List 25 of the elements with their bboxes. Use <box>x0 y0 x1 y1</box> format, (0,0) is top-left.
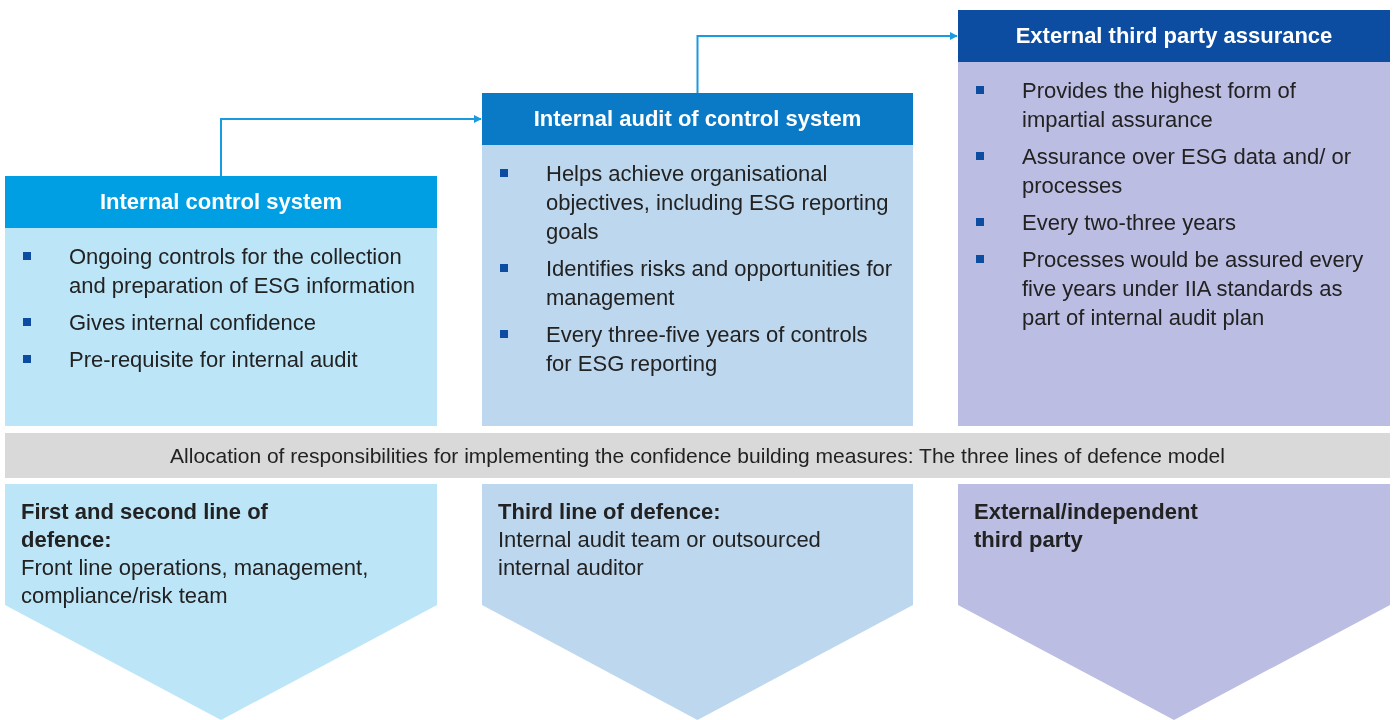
chevron-heading: First and second line of defence: <box>20 498 269 554</box>
bullet-text: Processes would be assured every five years under IIA standards as part of internal audit plan <box>958 245 1390 332</box>
bullet-text: Every two-three years <box>958 208 1390 237</box>
chevron-heading: External/independent third party <box>973 498 1199 554</box>
chevron-heading: Third line of defence: <box>497 498 722 526</box>
box-title: Internal control system <box>5 176 437 228</box>
bullet-text: Identifies risks and opportunities for management <box>482 254 913 312</box>
box-title: External third party assurance <box>958 10 1390 62</box>
chevron-text: Front line operations, management, compliance/risk team <box>20 554 370 610</box>
banner <box>5 433 1390 478</box>
arrow <box>696 32 958 94</box>
bullet-text: Pre-requisite for internal audit <box>5 345 437 374</box>
bullet-text: Ongoing controls for the collection and preparation of ESG information <box>5 242 437 300</box>
chevron-text: Internal audit team or outsourced internal auditor <box>497 526 822 582</box>
content-card <box>5 176 437 426</box>
content-card <box>958 10 1390 426</box>
content-card <box>482 93 913 426</box>
bullet-text: Assurance over ESG data and/ or processes <box>958 142 1390 200</box>
bullet-text: Gives internal confidence <box>5 308 437 337</box>
box-title: Internal audit of control system <box>482 93 913 145</box>
bullet-text: Provides the highest form of impartial assurance <box>958 76 1390 134</box>
bullet-text: Every three-five years of controls for ESG reporting <box>482 320 913 378</box>
bullet-text: Helps achieve organisational objectives, including ESG reporting goals <box>482 159 913 246</box>
arrow <box>220 115 482 177</box>
banner-text: Allocation of responsibilities for implementing the confidence building measures: The three lines of defence model <box>170 443 1225 468</box>
